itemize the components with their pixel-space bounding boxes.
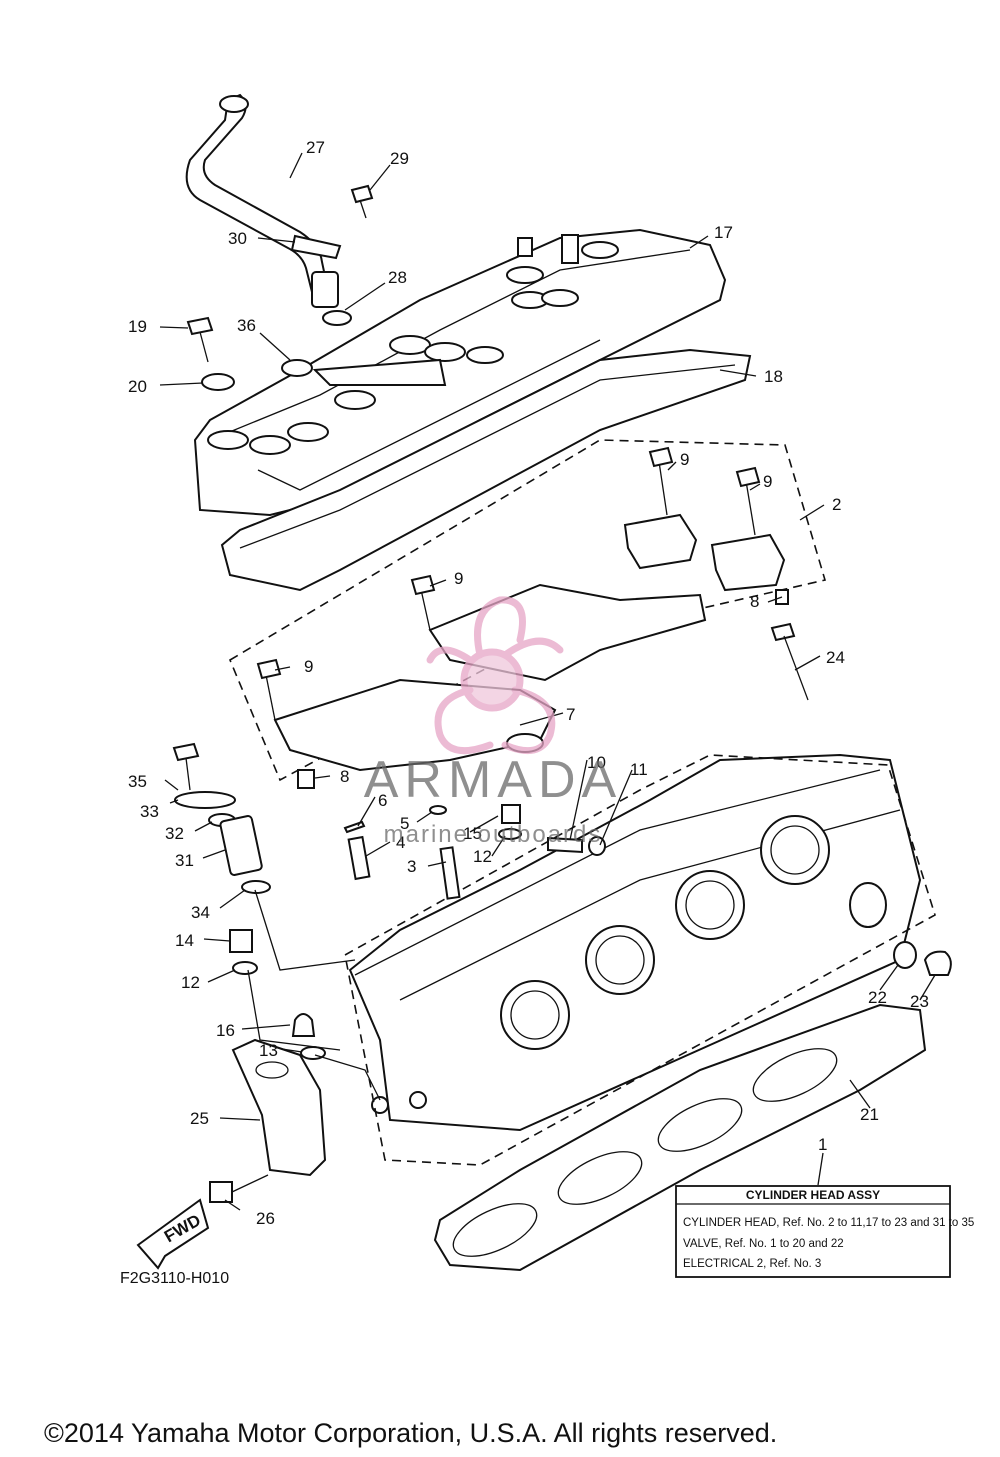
info-box-line-2: VALVE, Ref. No. 1 to 20 and 22 bbox=[683, 1238, 844, 1250]
callout-9d: 9 bbox=[304, 657, 313, 676]
info-box: CYLINDER HEAD ASSY CYLINDER HEAD, Ref. N… bbox=[675, 1185, 974, 1278]
camshaft-cap-outline bbox=[228, 439, 827, 782]
callout-9b: 9 bbox=[763, 472, 772, 491]
bolt-29 bbox=[350, 184, 374, 219]
watermark-brand: ARMADA bbox=[364, 751, 622, 809]
callout-3: 3 bbox=[407, 857, 416, 876]
octopus-logo bbox=[426, 596, 564, 755]
nut-14 bbox=[229, 929, 253, 953]
bolt-35 bbox=[172, 742, 200, 791]
callout-19: 19 bbox=[128, 317, 147, 336]
washer-22 bbox=[893, 941, 917, 969]
cap-nut-16 bbox=[291, 1013, 316, 1037]
callout-10: 10 bbox=[587, 753, 606, 772]
callouts: 1 2 3 4 5 6 7 8 8 9 9 9 9 10 11 12 12 13… bbox=[128, 138, 929, 1228]
callout-1: 1 bbox=[818, 1135, 827, 1154]
bolt-24 bbox=[770, 622, 809, 701]
callout-17: 17 bbox=[714, 223, 733, 242]
cam-cap-right-1 bbox=[623, 446, 698, 570]
o-ring-28 bbox=[322, 310, 352, 326]
callout-24: 24 bbox=[826, 648, 845, 667]
cam-carrier-upper bbox=[410, 574, 707, 682]
callout-2: 2 bbox=[832, 495, 841, 514]
callout-28: 28 bbox=[388, 268, 407, 287]
callout-9a: 9 bbox=[680, 450, 689, 469]
callout-34: 34 bbox=[191, 903, 210, 922]
callout-35: 35 bbox=[128, 772, 147, 791]
fwd-arrow: FWD bbox=[136, 1198, 210, 1270]
callout-15: 15 bbox=[463, 824, 482, 843]
info-box-line-1: CYLINDER HEAD, Ref. No. 2 to 11,17 to 23… bbox=[683, 1217, 974, 1229]
callout-4: 4 bbox=[396, 833, 405, 852]
callout-27: 27 bbox=[306, 138, 325, 157]
plug-23 bbox=[923, 950, 952, 976]
cylinder-head bbox=[348, 753, 922, 1132]
callout-8b: 8 bbox=[750, 592, 759, 611]
plug-36 bbox=[281, 359, 313, 377]
callout-6: 6 bbox=[378, 791, 387, 810]
gasket-33 bbox=[174, 791, 236, 809]
cover-gasket bbox=[220, 348, 752, 592]
watermark: ARMADA marine outboards bbox=[364, 596, 622, 848]
head-gasket bbox=[433, 1003, 927, 1272]
bolt-26 bbox=[209, 1174, 269, 1203]
callout-20: 20 bbox=[128, 377, 147, 396]
callout-26: 26 bbox=[256, 1209, 275, 1228]
breather-hose bbox=[185, 93, 342, 308]
head-cover bbox=[193, 228, 727, 517]
callout-22: 22 bbox=[868, 988, 887, 1007]
callout-25: 25 bbox=[190, 1109, 209, 1128]
callout-29: 29 bbox=[390, 149, 409, 168]
callout-30: 30 bbox=[228, 229, 247, 248]
callout-31: 31 bbox=[175, 851, 194, 870]
callout-7: 7 bbox=[566, 705, 575, 724]
callout-14: 14 bbox=[175, 931, 194, 950]
callout-5: 5 bbox=[400, 814, 409, 833]
washer-12-left bbox=[232, 961, 258, 975]
cylinder-head-outline bbox=[344, 754, 936, 1166]
grommet-20 bbox=[201, 373, 235, 391]
callout-21: 21 bbox=[860, 1105, 879, 1124]
info-box-line-3: ELECTRICAL 2, Ref. No. 3 bbox=[683, 1258, 821, 1270]
callout-9c: 9 bbox=[454, 569, 463, 588]
callout-11: 11 bbox=[630, 760, 648, 779]
callout-12a: 12 bbox=[473, 847, 492, 866]
callout-18: 18 bbox=[764, 367, 783, 386]
cam-cap-right-2 bbox=[710, 466, 789, 605]
leader-lines bbox=[159, 152, 936, 1211]
callout-32: 32 bbox=[165, 824, 184, 843]
bolt-19 bbox=[186, 316, 214, 363]
copyright-footer: ©2014 Yamaha Motor Corporation, U.S.A. A… bbox=[44, 1418, 777, 1448]
watermark-tagline: marine outboards bbox=[384, 821, 603, 848]
callout-16: 16 bbox=[216, 1021, 235, 1040]
callout-33: 33 bbox=[140, 802, 159, 821]
diagram-code: F2G3110-H010 bbox=[120, 1270, 229, 1287]
callout-8a: 8 bbox=[340, 767, 349, 786]
filter-31 bbox=[219, 815, 263, 876]
callout-36: 36 bbox=[237, 316, 256, 335]
info-box-title: CYLINDER HEAD ASSY bbox=[746, 1188, 880, 1202]
callout-13: 13 bbox=[259, 1041, 278, 1060]
bracket-25 bbox=[231, 1038, 327, 1177]
callout-12b: 12 bbox=[181, 973, 200, 992]
callout-23: 23 bbox=[910, 992, 929, 1011]
